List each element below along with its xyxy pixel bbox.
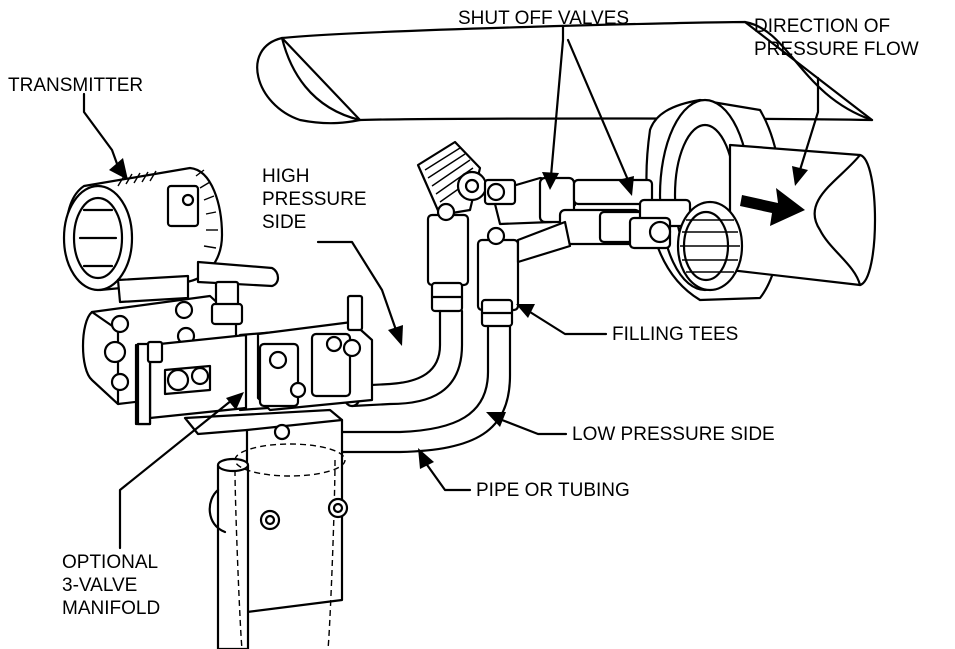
leader-transmitter — [82, 92, 128, 180]
high-pressure-label: HIGH PRESSURE SIDE — [262, 165, 367, 234]
manifold-label-line3: MANIFOLD — [62, 598, 161, 619]
mounting-pole — [208, 443, 346, 649]
process-pipe — [256, 20, 874, 125]
manifold-label: OPTIONAL 3-VALVE MANIFOLD — [62, 551, 160, 620]
manifold-flange — [256, 294, 374, 441]
leader-shut-off-valves — [542, 24, 634, 196]
pipe-tubing-label-text: PIPE OR TUBING — [476, 480, 630, 501]
transmitter-label-text: TRANSMITTER — [8, 75, 144, 96]
manifold-label-line1: OPTIONAL — [62, 552, 159, 573]
direction-label-line2: PRESSURE FLOW — [754, 39, 919, 60]
leader-high-pressure — [316, 240, 403, 346]
bracket-bolts — [259, 497, 349, 531]
leader-direction — [792, 76, 820, 186]
pipe-tubing-label: PIPE OR TUBING — [476, 479, 630, 502]
shut-off-valve-lower — [558, 198, 744, 292]
leader-pipe-tubing — [418, 448, 472, 492]
manifold-label-line2: 3-VALVE — [62, 575, 138, 596]
high-pressure-label-line1: HIGH — [262, 166, 310, 187]
transmitter — [62, 166, 224, 304]
high-pressure-label-line3: SIDE — [262, 212, 307, 233]
leader-manifold — [118, 392, 244, 550]
filling-tees-label-text: FILLING TEES — [612, 324, 739, 345]
filling-tee-high — [426, 202, 470, 313]
flow-direction-arrow — [740, 188, 805, 226]
filling-tee-low — [476, 220, 572, 328]
leader-filling-tees — [516, 304, 608, 336]
transmitter-label: TRANSMITTER — [8, 74, 143, 97]
filling-tees-label: FILLING TEES — [612, 323, 738, 346]
high-pressure-label-line2: PRESSURE — [262, 189, 367, 210]
low-pressure-label: LOW PRESSURE SIDE — [572, 423, 775, 446]
shut-off-valves-label: SHUT OFF VALVES — [458, 7, 629, 30]
three-valve-manifold — [134, 260, 280, 426]
leader-low-pressure — [486, 412, 568, 436]
downstream-pipe — [728, 143, 877, 287]
direction-label: DIRECTION OF PRESSURE FLOW — [754, 15, 919, 61]
direction-label-line1: DIRECTION OF — [754, 16, 891, 37]
low-pressure-label-text: LOW PRESSURE SIDE — [572, 424, 775, 445]
shut-off-valves-label-text: SHUT OFF VALVES — [458, 8, 630, 29]
